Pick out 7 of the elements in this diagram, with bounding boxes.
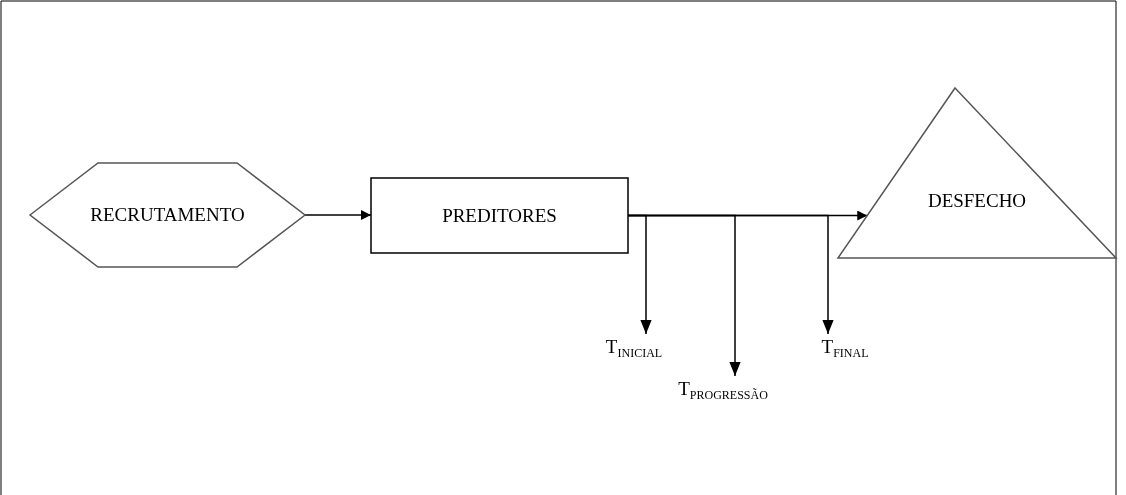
node-label: PREDITORES [442, 204, 557, 227]
node-label: DESFECHO [927, 190, 1027, 212]
node-label: RECRUTAMENTO [90, 204, 245, 226]
time-label: T$_{FINAL}$ [821, 335, 869, 361]
time-label: T$_{PROGRESSÃO}$ [678, 377, 768, 403]
arrow [304, 210, 372, 220]
time-label: T$_{INICIAL}$ [605, 335, 663, 361]
